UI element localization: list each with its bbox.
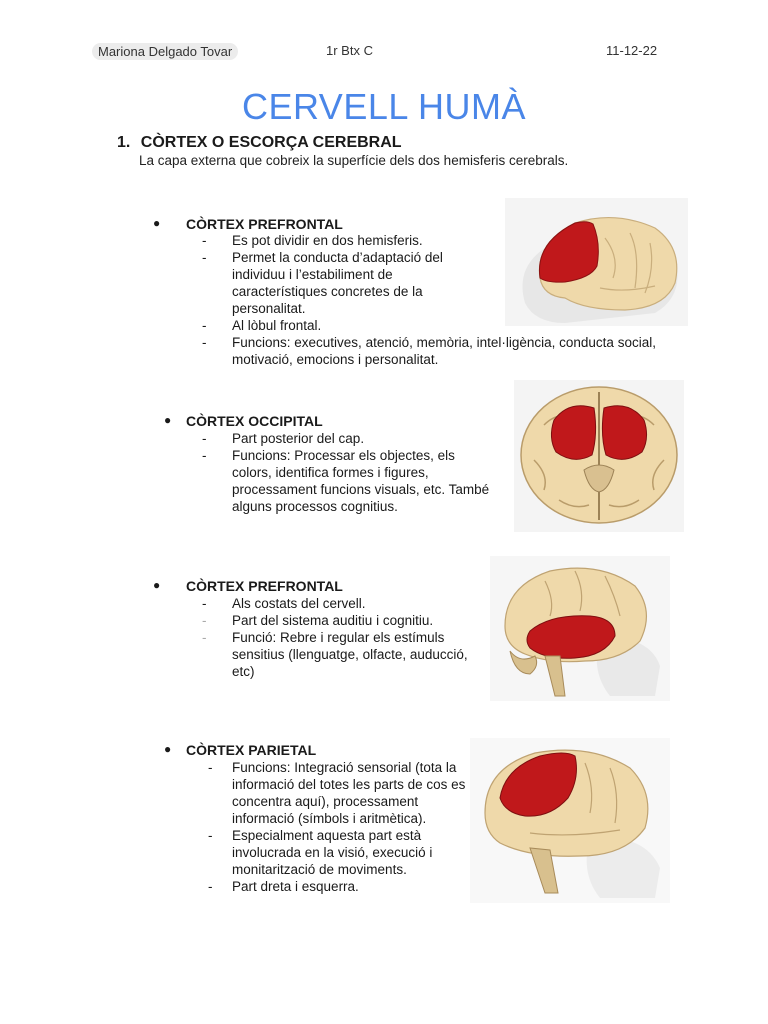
block-parietal: ● CÒRTEX PARIETAL -Funcions: Integració …	[164, 742, 486, 895]
dash-icon: -	[202, 596, 207, 611]
dash-icon: -	[202, 448, 207, 463]
dash-icon: -	[208, 879, 213, 894]
block-prefrontal-1: ● CÒRTEX PREFRONTAL -Es pot dividir en d…	[153, 216, 676, 368]
block-title: CÒRTEX PREFRONTAL	[186, 578, 343, 594]
section-title: CÒRTEX O ESCORÇA CEREBRAL	[140, 134, 402, 151]
bullet-icon: ●	[153, 578, 161, 592]
brain-parietal-image	[470, 738, 670, 903]
block-heading: ● CÒRTEX PARIETAL	[164, 742, 486, 758]
list-item: -Funcions: Integració sensorial (tota la…	[208, 760, 466, 826]
list-item: -Als costats del cervell.	[202, 596, 366, 611]
list-item: -Part posterior del cap.	[202, 431, 365, 446]
list-item: -Funció: Rebre i regular els estímuls se…	[202, 630, 468, 679]
section-heading: 1. CÒRTEX O ESCORÇA CEREBRAL	[117, 134, 402, 152]
block-heading: ● CÒRTEX OCCIPITAL	[164, 413, 506, 429]
dash-icon: -	[202, 318, 207, 333]
dash-icon: -	[202, 335, 207, 350]
page-title: CERVELL HUMÀ	[241, 86, 527, 127]
list-item: -Funcions: executives, atenció, memòria,…	[202, 335, 656, 367]
list-item: -Es pot dividir en dos hemisferis.	[202, 233, 423, 248]
date-label: 11-12-22	[606, 43, 658, 58]
brain-prefrontal-image	[505, 198, 688, 326]
block-occipital: ● CÒRTEX OCCIPITAL -Part posterior del c…	[164, 413, 506, 515]
dash-icon: -	[202, 250, 207, 265]
class-label: 1r Btx C	[326, 43, 373, 58]
list-item: -Part del sistema auditiu i cognitiu.	[202, 613, 434, 628]
list-item: -Especialment aquesta part està involucr…	[208, 828, 433, 877]
dash-icon: -	[202, 431, 207, 446]
block-prefrontal-2: ● CÒRTEX PREFRONTAL -Als costats del cer…	[153, 578, 506, 680]
list-item: -Part dreta i esquerra.	[208, 879, 359, 894]
block-title: CÒRTEX PARIETAL	[186, 742, 317, 758]
dash-icon: -	[208, 760, 213, 775]
brain-temporal-image	[490, 556, 670, 701]
dash-icon: -	[208, 828, 213, 843]
block-heading: ● CÒRTEX PREFRONTAL	[153, 578, 506, 594]
block-heading: ● CÒRTEX PREFRONTAL	[153, 216, 676, 232]
author-name: Mariona Delgado Tovar	[92, 43, 239, 60]
dash-icon: -	[202, 630, 207, 645]
dash-icon: -	[202, 613, 207, 628]
dash-icon: -	[202, 233, 207, 248]
brain-occipital-image	[514, 380, 684, 532]
section-description: La capa externa que cobreix la superfíci…	[139, 153, 569, 168]
bullet-icon: ●	[164, 742, 172, 756]
bullet-icon: ●	[153, 216, 161, 230]
list-item: -Funcions: Processar els objectes, els c…	[202, 448, 490, 514]
block-title: CÒRTEX PREFRONTAL	[186, 216, 343, 232]
list-item: -Al lòbul frontal.	[202, 318, 322, 333]
list-item: -Permet la conducta d’adaptació del indi…	[202, 250, 443, 316]
section-number: 1.	[117, 134, 131, 151]
bullet-icon: ●	[164, 413, 172, 427]
block-title: CÒRTEX OCCIPITAL	[186, 413, 323, 429]
